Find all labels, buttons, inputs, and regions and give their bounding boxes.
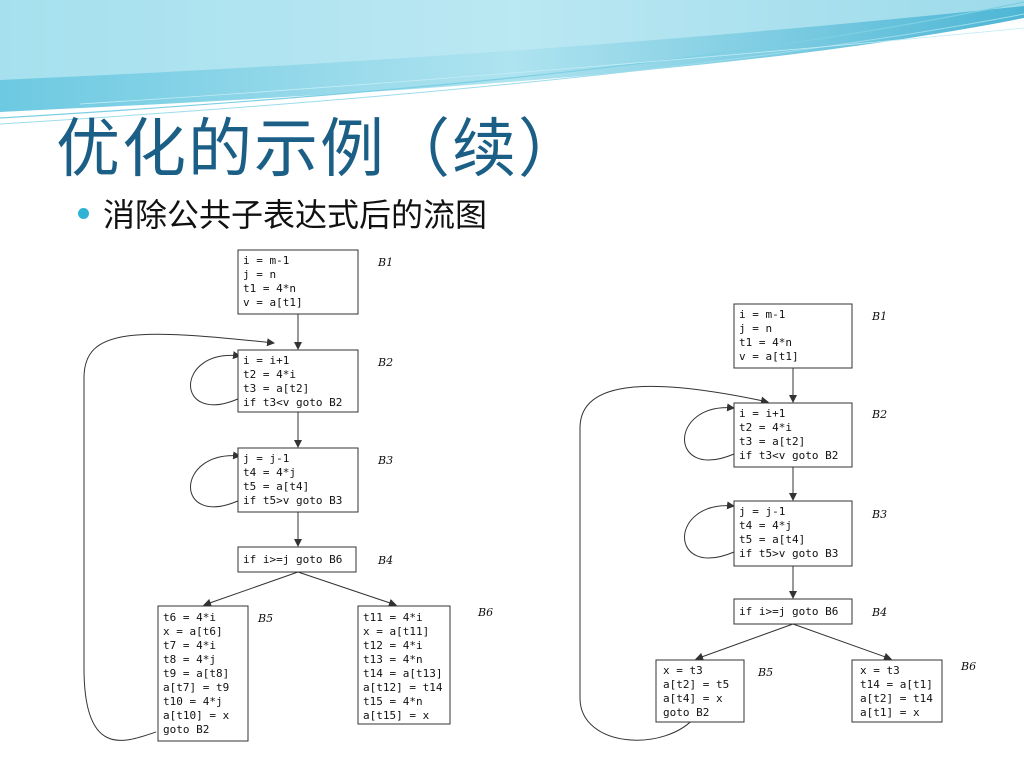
code-line: if t5>v goto B3 [243,494,342,507]
block-b1 [237,249,359,315]
flow-graph-after-svg: i = m-1j = nt1 = 4*nv = a[t1] B1 i = i+1t2… [579,303,976,741]
block-label: B4 [377,554,393,567]
code-line: t2 = 4*i [739,421,792,434]
block-b5 [655,659,745,723]
code-line: t3 = a[t2] [739,435,805,448]
block-label: B2 [377,356,393,369]
block-b1 [733,303,853,369]
block-label: B6 [477,606,493,619]
loop-b3 [684,501,735,559]
code-line: i = i+1 [739,407,785,420]
code-line: a[t1] = x [860,706,920,719]
block-label: B6 [960,660,976,673]
block-b6 [851,659,943,723]
code-line: if i>=j goto B6 [243,553,342,566]
code-line: a[t2] = t5 [663,678,729,691]
edge-b4-b5 [695,623,794,661]
code-line: t1 = 4*n [739,336,792,349]
code-line: x = t3 [860,664,900,677]
edge-b5-b2 [83,333,275,741]
edge-b4-b5 [203,571,299,607]
code-line: t8 = 4*j [163,653,216,666]
code-line: t6 = 4*i [163,611,216,624]
code-line: a[t2] = t14 [860,692,933,705]
code-line: x = t3 [663,664,703,677]
block-label: B3 [871,508,887,521]
code-line: t11 = 4*i [363,611,423,624]
loop-b2 [684,403,735,461]
bullet-item: 消除公共子表达式后的流图 [78,190,487,236]
code-line: t2 = 4*i [243,368,296,381]
block-label: B1 [871,310,887,323]
code-line: t10 = 4*j [163,695,223,708]
edge-b5-b2 [579,385,769,741]
block-label: B5 [757,666,773,679]
block-label: B2 [871,408,887,421]
code-line: j = j-1 [739,505,785,518]
code-line: a[t12] = t14 [363,681,443,694]
code-line: t14 = a[t13] [363,667,442,680]
code-line: v = a[t1] [243,296,303,309]
code-line: j = j-1 [243,452,289,465]
block-b6 [357,605,451,725]
block-label: B3 [377,454,393,467]
code-line: t4 = 4*j [243,466,296,479]
block-label: B1 [377,256,393,269]
code-line: i = i+1 [243,354,289,367]
code-line: a[t7] = t9 [163,681,229,694]
code-line: goto B2 [663,706,709,719]
block-b2 [733,402,853,468]
code-line: t7 = 4*i [163,639,216,652]
block-b3 [733,500,853,567]
code-line: t9 = a[t8] [163,667,229,680]
edge-b4-b6 [792,623,892,661]
code-line: x = a[t6] [163,625,223,638]
bullet-dot-icon [78,207,89,219]
code-line: i = m-1 [739,308,785,321]
code-line: a[t15] = x [363,709,430,722]
code-line: t15 = 4*n [363,695,423,708]
code-line: t14 = a[t1] [860,678,933,691]
loop-b2 [190,351,241,406]
code-line: x = a[t11] [363,625,429,638]
code-line: if t5>v goto B3 [739,547,838,560]
code-line: t4 = 4*j [739,519,792,532]
code-line: v = a[t1] [739,350,799,363]
bullet-text: 消除公共子表达式后的流图 [103,196,488,234]
code-line: t5 = a[t4] [243,480,309,493]
code-line: t13 = 4*n [363,653,423,666]
code-line: j = n [243,268,276,281]
block-b5 [157,605,249,742]
code-line: if t3<v goto B2 [739,449,838,462]
flow-graph-before-svg: i = m-1j = nt1 = 4*nv = a[t1] B1 i = i+1t2… [83,249,493,742]
loop-b3 [190,451,241,508]
block-label: B5 [257,612,273,625]
header-wave-banner [0,0,1024,125]
code-line: i = m-1 [243,254,289,267]
block-b4 [237,546,357,573]
code-line: t3 = a[t2] [243,382,309,395]
edge-b4-b6 [297,571,397,607]
code-line: t1 = 4*n [243,282,296,295]
block-b2 [237,349,359,413]
code-line: if i>=j goto B6 [739,605,838,618]
block-b4 [733,598,853,625]
code-line: j = n [739,322,772,335]
code-line: if t3<v goto B2 [243,396,342,409]
code-line: goto B2 [163,723,209,736]
code-line: t12 = 4*i [363,639,423,652]
code-line: a[t4] = x [663,692,723,705]
block-b3 [237,447,359,513]
code-line: t5 = a[t4] [739,533,805,546]
slide-title: 优化的示例（续） [56,113,584,187]
code-line: a[t10] = x [163,709,230,722]
block-label: B4 [871,606,887,619]
